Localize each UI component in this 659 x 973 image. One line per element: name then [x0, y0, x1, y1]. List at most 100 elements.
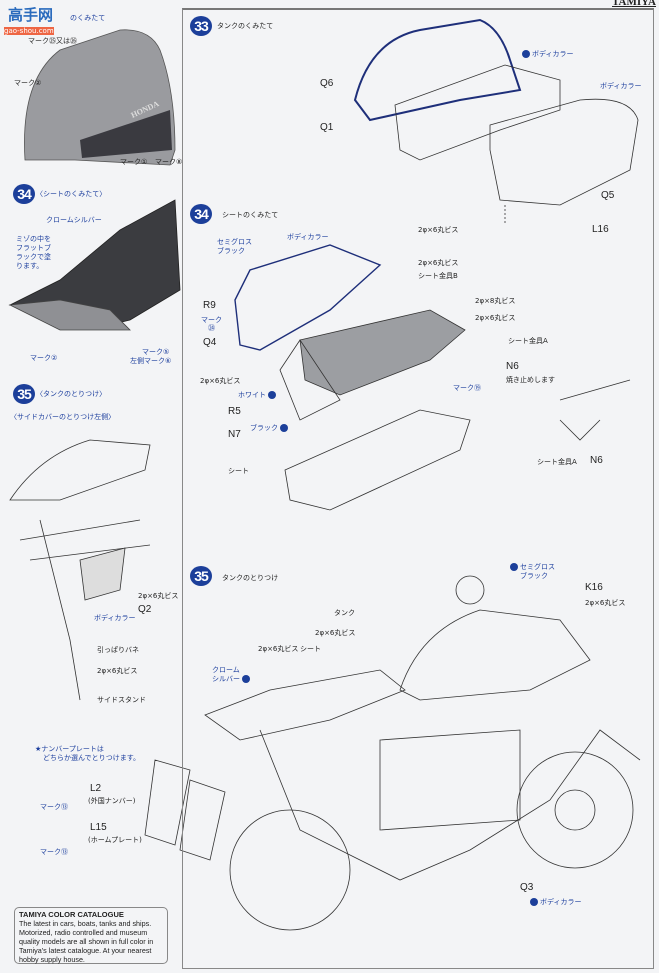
paint-dot-icon [510, 563, 518, 571]
label: タンク [334, 609, 355, 617]
label: 2φ×6丸ビス [418, 226, 459, 234]
label: セミグロス [520, 563, 555, 571]
part-label: Q3 [520, 882, 534, 893]
label: 2φ×6丸ビス [475, 314, 516, 322]
label: ブラック [520, 572, 548, 580]
label: マーク⑬ [40, 848, 68, 856]
part-label: L15 [90, 822, 107, 833]
mount-title: 〈タンクのとりつけ〉 [36, 390, 107, 398]
part-label: N7 [228, 429, 241, 440]
paint-dot-icon [522, 50, 530, 58]
step-badge-35-left: 35 [13, 384, 35, 404]
label: マーク① [120, 158, 148, 166]
label: クローム [212, 666, 240, 674]
instructions-panel [182, 8, 654, 969]
label: ラックで塗 [16, 253, 51, 261]
label: ㉔ [208, 324, 215, 332]
label: ブラック [217, 247, 245, 255]
paint-dot-icon [280, 424, 288, 432]
catalogue-title: TAMIYA COLOR CATALOGUE [19, 910, 124, 919]
tank-title: のくみたて [70, 14, 106, 22]
part-label: Q1 [320, 122, 334, 133]
label: マーク② [30, 354, 58, 362]
part-label: N6 [590, 455, 603, 466]
label: ボディカラー [532, 50, 574, 58]
label: シルバー [212, 675, 240, 683]
label: マーク⑬ [40, 803, 68, 811]
label: 引っぱりバネ [97, 646, 139, 654]
paint-dot-icon [268, 391, 276, 399]
step-badge-34-right: 34 [190, 204, 212, 224]
step-title: シートのくみたて [222, 211, 279, 219]
part-label: N6 [506, 361, 519, 372]
label: 2φ×8丸ビス [475, 297, 516, 305]
part-label: L2 [90, 783, 102, 794]
part-label: Q2 [138, 604, 152, 615]
part-label: Q4 [203, 337, 217, 348]
label: 2φ×6丸ビス [585, 599, 626, 607]
label: マーク② [14, 79, 42, 87]
side-cover-title: 〈サイドカバーのとりつけ左側〉 [10, 413, 116, 421]
paint-dot-icon [530, 898, 538, 906]
paint-dot-icon [242, 675, 250, 683]
label: シート金具B [418, 272, 458, 280]
label: マーク⑤ [142, 348, 170, 356]
part-label: K16 [585, 582, 603, 593]
part-label: R9 [203, 300, 216, 311]
label: 2φ×6丸ビス [418, 259, 459, 267]
label: (外国ナンバー) [88, 797, 136, 805]
label: 2φ×6丸ビス [97, 667, 138, 675]
label: マーク⑲ [453, 384, 481, 392]
label: 焼き止めします [506, 376, 555, 384]
label: ります。 [16, 262, 44, 270]
seat [284, 409, 471, 511]
label: 2φ×6丸ビス [315, 629, 356, 637]
step-badge-34: 34 [13, 184, 35, 204]
label: フラットブ [16, 244, 51, 252]
part-label: Q5 [601, 190, 615, 201]
rear-wheel [229, 809, 351, 931]
label: 2φ×6丸ビス [200, 377, 241, 385]
tank-side-q5 [489, 98, 639, 206]
label: マーク⑧ [155, 158, 183, 166]
watermark-url: gao-shou.com [4, 27, 54, 36]
step-badge-33: 33 [190, 16, 212, 36]
motorcycle-seat [204, 669, 406, 741]
label: シート [300, 645, 321, 653]
label: ボディカラー [600, 82, 642, 90]
label: クロームシルバー [46, 216, 102, 224]
seat-title: 〈シートのくみたて〉 [36, 190, 107, 198]
step-badge-35: 35 [190, 566, 212, 586]
label: ホワイト [238, 391, 266, 399]
brand-header: TAMIYA [612, 0, 657, 8]
part-label: R5 [228, 406, 241, 417]
label: シート金具A [537, 458, 577, 466]
catalogue-body: The latest in cars, boats, tanks and shi… [19, 919, 154, 964]
label: マーク㉕又は㉖ [28, 37, 77, 45]
label: ミゾの中を [16, 235, 51, 243]
step-title: タンクのくみたて [217, 22, 274, 30]
part-label: Q6 [320, 78, 334, 89]
label: シート [228, 467, 249, 475]
plate-note: ★ナンバープレートは [35, 745, 104, 753]
step-title: タンクのとりつけ [222, 574, 279, 582]
plate-note: どちらか選んでとりつけます。 [43, 754, 141, 762]
motorcycle-tank [399, 609, 591, 701]
label: サイドスタンド [97, 696, 146, 704]
catalogue-box: TAMIYA COLOR CATALOGUE The latest in car… [14, 907, 168, 964]
label: ボディカラー [94, 614, 136, 622]
label: 2φ×6丸ビス [138, 592, 179, 600]
front-wheel [516, 751, 634, 869]
tank-q1 [394, 64, 561, 161]
watermark-logo: 高手网 [8, 6, 54, 24]
label: 2φ×6丸ビス [258, 645, 299, 653]
label: ボディカラー [287, 233, 329, 241]
tank-cover-q6 [353, 18, 522, 122]
label: ブラック [250, 424, 278, 432]
label: ボディカラー [540, 898, 582, 906]
label: マーク [201, 316, 222, 324]
label: セミグロス [217, 238, 252, 246]
label: シート金具A [508, 337, 548, 345]
seat-pan [299, 309, 466, 396]
